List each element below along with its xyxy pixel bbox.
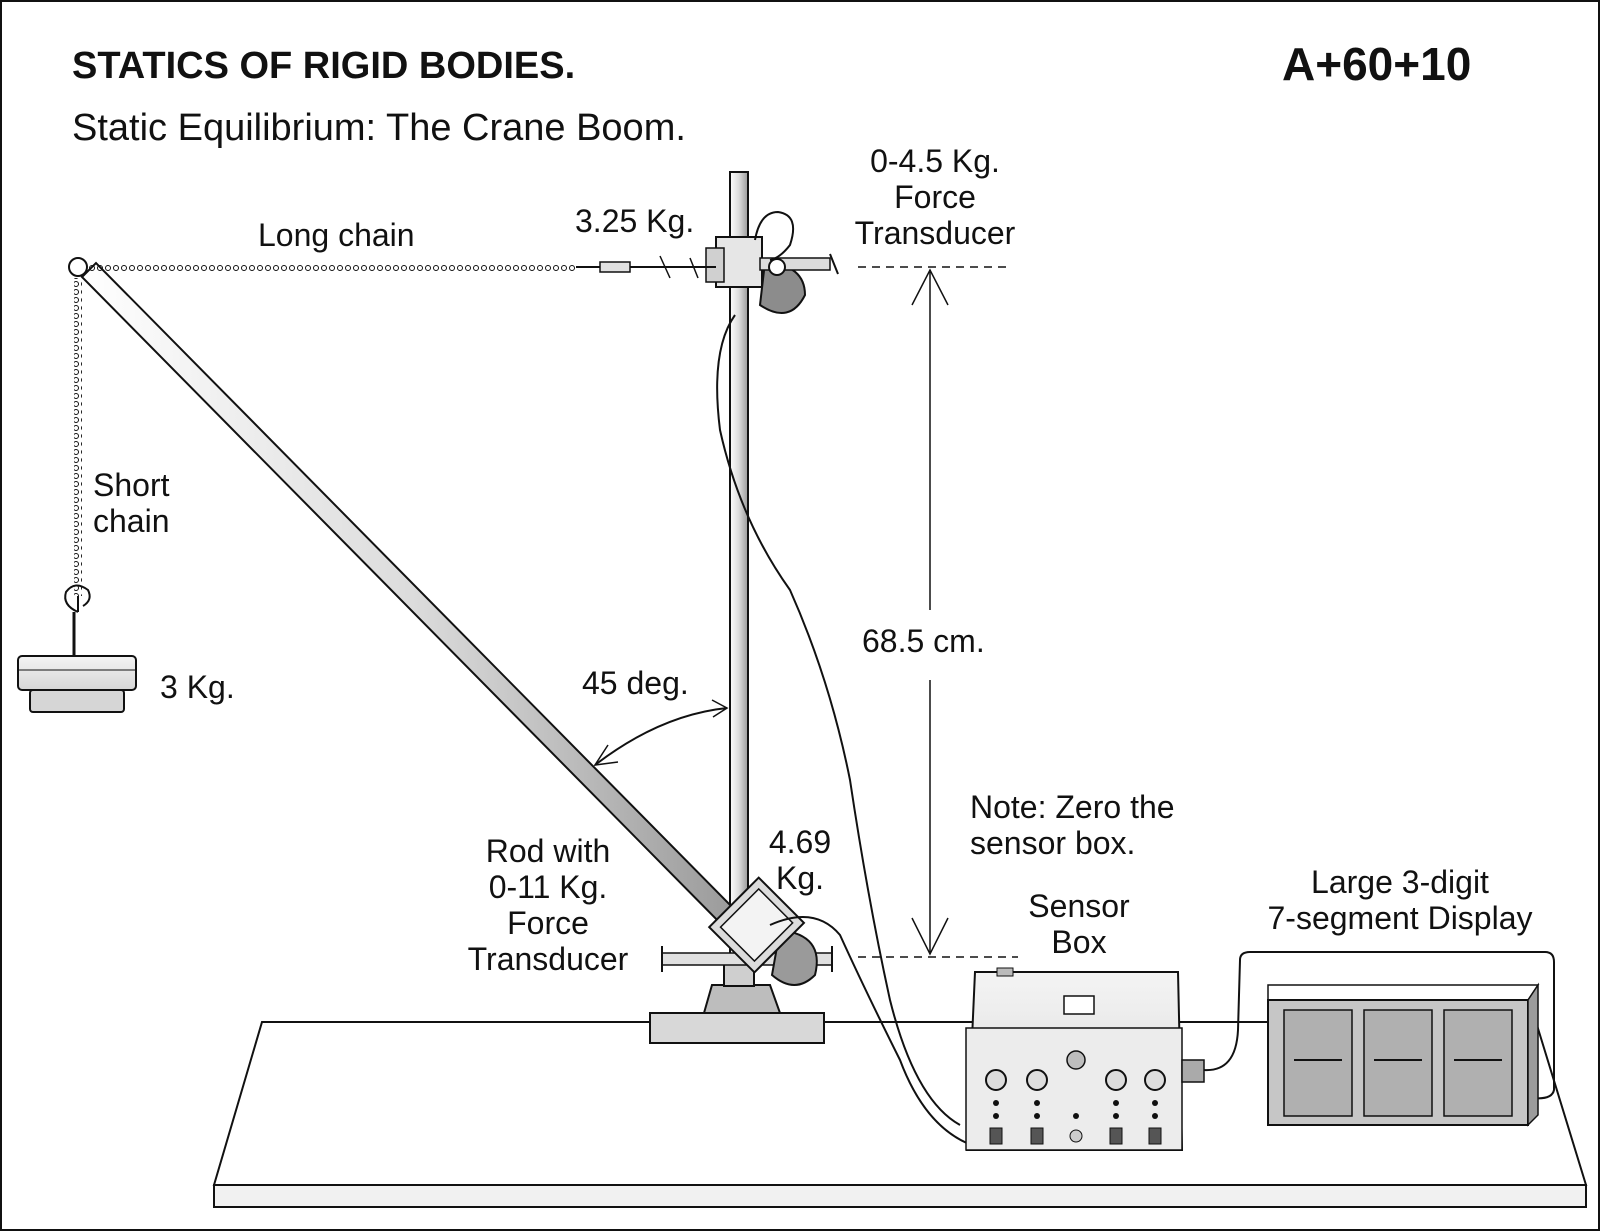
short-chain: [64, 278, 91, 658]
display-cable: [1203, 951, 1555, 1100]
display-digit-1: [1283, 1009, 1353, 1117]
page-title: STATICS OF RIGID BODIES.: [72, 45, 575, 87]
bottom-transducer-cable: [769, 916, 991, 1151]
label-sensor-box-line2: Box: [1051, 924, 1106, 960]
label-top-reading: 3.25 Kg.: [575, 203, 694, 239]
display-digit-3: [1443, 1009, 1513, 1117]
label-height: 68.5 cm.: [862, 623, 985, 659]
bottom-force-transducer: [707, 876, 806, 974]
label-note-line1: Note: Zero the: [970, 789, 1175, 825]
label-note-line2: sensor box.: [970, 825, 1135, 861]
hanging-mass: [17, 655, 137, 713]
label-angle: 45 deg.: [582, 665, 689, 701]
display-digit-2: [1363, 1009, 1433, 1117]
label-display-line1: Large 3-digit: [1311, 864, 1489, 900]
angle-arc: [593, 699, 729, 766]
label-long-chain: Long chain: [258, 217, 415, 253]
label-bottom-reading-line1: 4.69: [769, 824, 831, 860]
label-top-transducer-line3: Transducer: [855, 215, 1016, 251]
seven-segment-display: [1267, 982, 1540, 1127]
label-mass: 3 Kg.: [160, 669, 235, 705]
boom-tip-ring: [68, 257, 88, 277]
sensor-box-readout: [1063, 995, 1095, 1015]
label-rod-line4: Transducer: [468, 941, 629, 977]
top-transducer-cable: [716, 314, 961, 1126]
weight-hook: [64, 584, 91, 613]
sensor-box-selector-knob: [1066, 1050, 1086, 1070]
boom-rod: [80, 261, 742, 931]
vertical-stand-rod: [729, 171, 749, 963]
label-short-chain-line1: Short: [93, 467, 170, 503]
label-short-chain-line2: chain: [93, 503, 170, 539]
label-display-line2: 7-segment Display: [1268, 900, 1533, 936]
demo-code: A+60+10: [1282, 38, 1471, 90]
table: [212, 1021, 1588, 1208]
label-top-transducer-line2: Force: [894, 179, 976, 215]
label-sensor-box-line1: Sensor: [1028, 888, 1130, 924]
page-subtitle: Static Equilibrium: The Crane Boom.: [72, 107, 686, 149]
height-dimension: [858, 266, 1018, 958]
label-rod-line2: 0-11 Kg.: [489, 869, 608, 905]
top-force-transducer: [705, 210, 839, 314]
label-bottom-reading-line2: Kg.: [776, 860, 824, 896]
label-top-transducer-line1: 0-4.5 Kg.: [870, 143, 1000, 179]
sensor-box: [965, 967, 1205, 1151]
label-rod-line1: Rod with: [486, 833, 611, 869]
long-chain: [86, 255, 716, 279]
label-rod-line3: Force: [507, 905, 589, 941]
sensor-box-jacks: [985, 1069, 1166, 1145]
